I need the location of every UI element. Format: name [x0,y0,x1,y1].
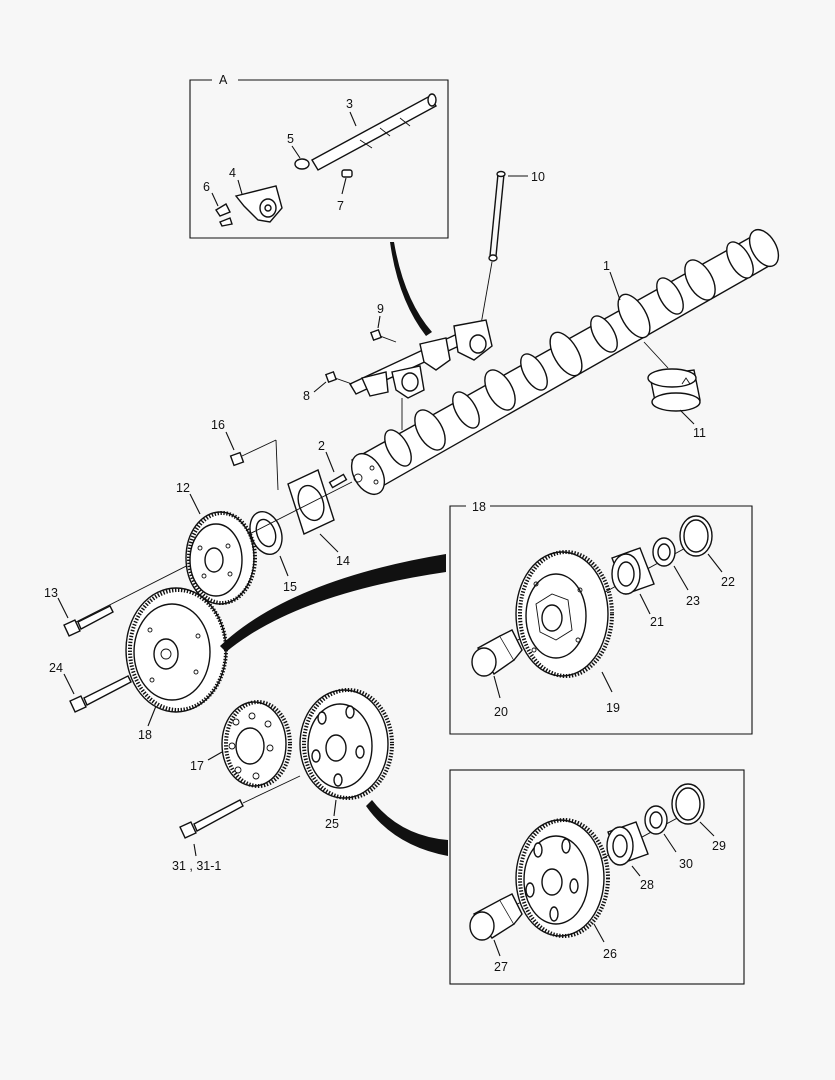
clip-part-6 [215,203,233,227]
gear-part-25: 25 [299,688,394,831]
callout-26: 26 [603,947,617,961]
callout-10: 10 [531,170,545,184]
callout-13: 13 [44,586,58,600]
callout-8: 8 [303,389,310,403]
bolt-part-9 [369,328,397,343]
gear-part-12: 12 [176,481,257,605]
callout-27: 27 [494,960,508,974]
callout-20: 20 [494,705,508,719]
detail-a-pointer [390,242,432,336]
detail-25-pointer [366,800,448,856]
callout-22: 22 [721,575,735,589]
callout-24: 24 [49,661,63,675]
bolt-part-16: 16 [211,418,279,491]
spacer-part-5 [294,158,310,170]
bolt-part-24: 24 [49,661,132,713]
callout-5: 5 [287,132,294,146]
callout-19: 19 [606,701,620,715]
bearing-part-21: 21 [611,547,664,629]
gear-part-17: 17 [190,700,292,788]
callout-30: 30 [679,857,693,871]
callout-6: 6 [203,180,210,194]
callout-16: 16 [211,418,225,432]
washer-part-15: 15 [249,510,297,594]
gear-part-26: 26 [515,818,617,961]
callout-31: 31 , 31-1 [172,859,221,873]
callout-29: 29 [712,839,726,853]
spacer-part-23: 23 [652,537,700,608]
snap-ring-part-29: 29 [671,783,726,853]
detail-a-label: A [219,73,228,87]
callout-2: 2 [318,439,325,453]
callout-3: 3 [346,97,353,111]
callout-25: 25 [325,817,339,831]
callout-1: 1 [603,259,610,273]
bolt-part-31: 31 , 31-1 [172,775,301,873]
detail-box-18: 18 19 20 21 [449,500,753,735]
callout-17: 17 [190,759,204,773]
callout-18: 18 [138,728,152,742]
bushing-part-11: 11 [643,341,706,440]
gear-part-18: 18 [125,587,228,742]
callout-11: 11 [693,426,706,440]
callout-28: 28 [640,878,654,892]
bushing-part-20: 20 [471,629,523,719]
rocker-arm-part-4 [234,185,283,223]
adjust-screw-part-7 [341,169,353,178]
bolt-part-13: 13 [44,586,114,637]
snap-ring-part-22: 22 [679,515,735,589]
callout-7: 7 [337,199,344,213]
bearing-part-28: 28 [606,821,654,892]
callout-12: 12 [176,481,190,495]
rocker-shaft-part-3 [311,93,437,171]
detail-box-a: A 3 5 4 6 7 [189,73,449,239]
callout-14: 14 [336,554,350,568]
detail-18-pointer [220,554,446,652]
detail-box-25: 26 27 28 30 29 [449,769,745,985]
thrust-plate-part-14: 14 [287,469,350,568]
detail-18-label: 18 [472,500,486,514]
bushing-part-27: 27 [469,893,523,974]
bolt-part-8 [324,370,353,385]
callout-15: 15 [283,580,297,594]
callout-4: 4 [229,166,236,180]
callout-21: 21 [650,615,664,629]
camshaft-part-1: 1 [350,228,780,495]
push-rod-part-10: 10 [479,170,545,331]
gear-part-19: 19 [515,550,620,715]
spacer-part-30: 30 [644,805,693,871]
callout-9: 9 [377,302,384,316]
key-part-2: 2 [318,439,348,489]
callout-23: 23 [686,594,700,608]
rocker-assembly: 9 8 [303,302,493,430]
